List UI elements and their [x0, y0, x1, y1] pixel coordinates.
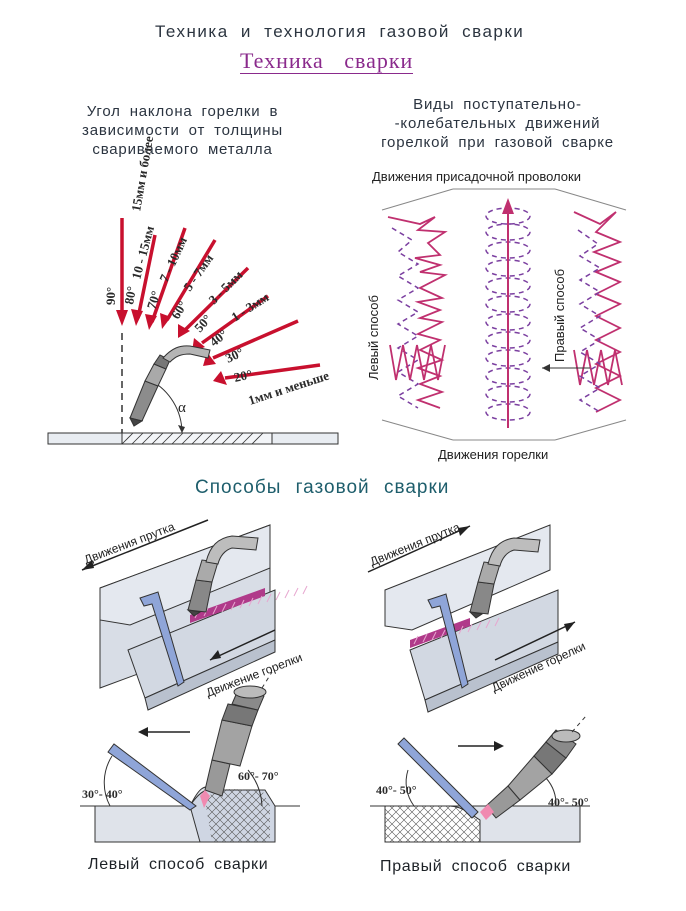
torch-motion-label: Движения горелки	[438, 447, 548, 462]
small-torch	[129, 345, 211, 427]
right-zigzag-solid	[573, 211, 623, 413]
ray-angle-20: 20°	[233, 366, 254, 384]
diagram-guide-lines	[381, 188, 627, 441]
left-block-a	[389, 344, 446, 381]
left-plate-edge	[144, 639, 276, 711]
angle-rays	[116, 218, 321, 385]
left-weld-hatch	[205, 789, 270, 842]
left-method-label: Левый способ	[366, 295, 381, 380]
left-rod-angle: 30°- 40°	[82, 787, 123, 801]
right-method-caption: Правый способ сварки	[380, 858, 571, 875]
right-section-torch	[485, 715, 587, 819]
right-plate-edge	[424, 641, 559, 713]
left-flame	[200, 790, 210, 808]
right-filler-rod	[427, 593, 469, 689]
left-torch	[186, 535, 259, 617]
methods-title: Способы газовой сварки	[195, 477, 450, 498]
ray-angle-70: 70°	[144, 289, 164, 311]
page-subtitle: Техника сварки	[240, 48, 414, 74]
right-direction-arrow	[458, 741, 504, 751]
right-section-rod	[397, 737, 479, 819]
right-zigzag-dashed	[577, 229, 602, 413]
motion-caption: Виды поступательно- -колебательных движе…	[381, 96, 614, 151]
left-filler-rod	[139, 591, 185, 687]
center-arrow	[502, 198, 514, 428]
right-flame	[480, 804, 494, 820]
ray-angle-30: 30°	[223, 344, 246, 365]
right-method-label: Правый способ	[552, 269, 567, 362]
left-rod-arrow	[81, 519, 209, 571]
filler-motion-label: Движения присадочной проволоки	[372, 169, 581, 184]
right-arrow	[542, 364, 590, 372]
left-torch-arrow	[209, 629, 276, 661]
angle-caption: Угол наклона горелки в зависимости от то…	[82, 103, 283, 158]
left-section-torch	[204, 671, 273, 797]
right-torch	[468, 537, 541, 619]
left-section-rod	[107, 743, 197, 811]
right-torch-arrow	[494, 621, 576, 661]
ray-angle-90: 90°	[103, 287, 118, 305]
right-rod-angle: 40°- 50°	[376, 783, 417, 797]
base-plate-hatch	[121, 432, 273, 445]
ray-angle-80: 80°	[121, 285, 139, 306]
left-direction-arrow	[138, 727, 190, 737]
left-method-caption: Левый способ сварки	[88, 856, 269, 873]
right-torch-angle: 40°- 50°	[548, 795, 589, 809]
right-rod-arrow	[367, 525, 471, 573]
alpha-label: α	[178, 400, 186, 416]
left-zigzag-solid	[387, 216, 449, 409]
left-torch-angle: 60°- 70°	[238, 769, 279, 783]
page-title: Техника и технология газовой сварки	[155, 22, 525, 41]
